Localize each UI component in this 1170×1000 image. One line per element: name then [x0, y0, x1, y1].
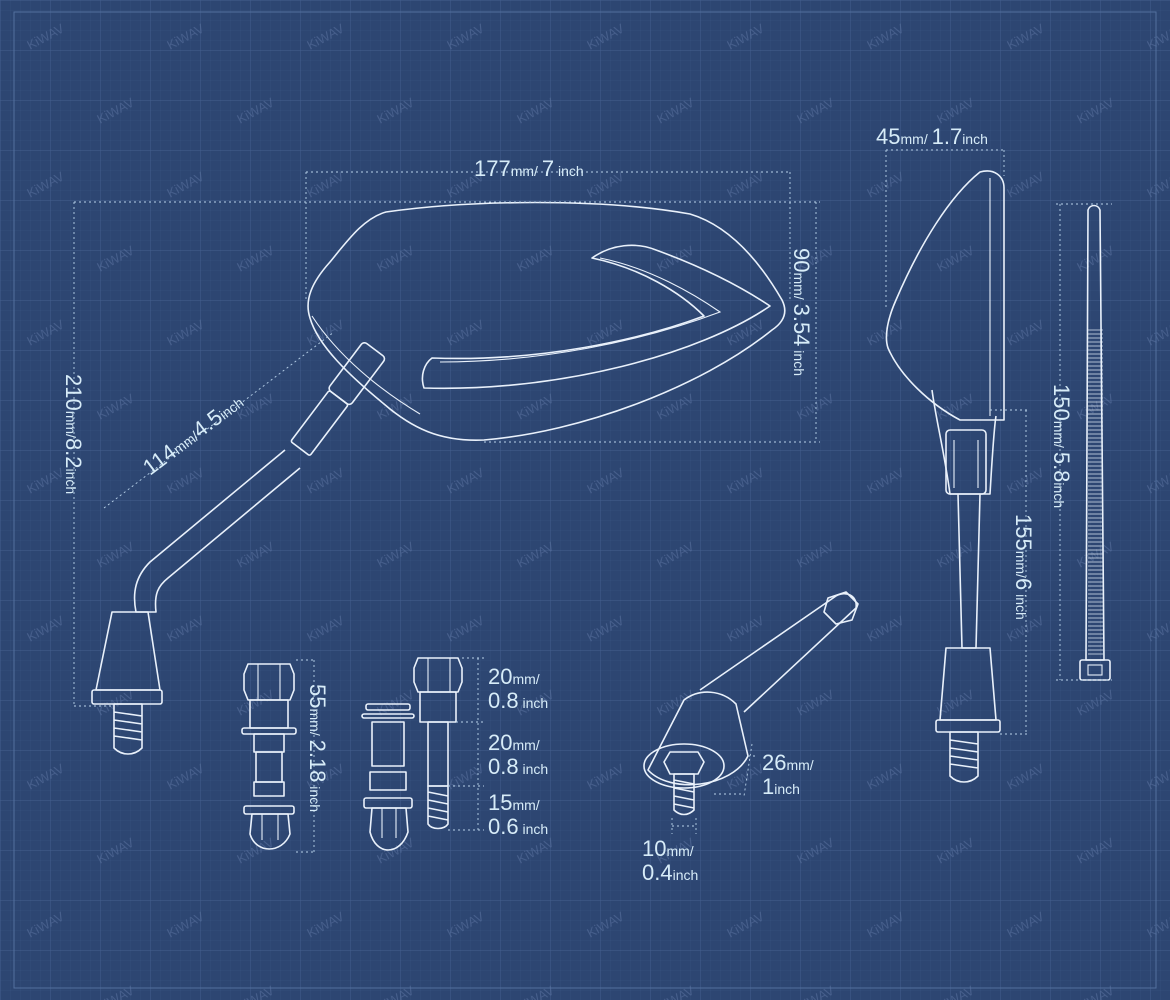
width-label: 177mm/ 7 inch	[474, 156, 584, 181]
svg-text:15mm/: 15mm/	[488, 790, 540, 815]
base-detail	[643, 591, 859, 834]
svg-text:0.8 inch: 0.8 inch	[488, 754, 548, 779]
mirror-accent-stripe	[421, 244, 771, 390]
svg-text:26mm/: 26mm/	[762, 750, 814, 775]
side-housing	[885, 170, 1005, 421]
cable-tie	[1056, 203, 1112, 681]
stem-collar	[290, 342, 386, 456]
mirror-head-inner-edge	[311, 315, 421, 415]
svg-text:1inch: 1inch	[762, 774, 800, 799]
side-collar-ribs	[953, 440, 979, 488]
base-diameter-label: 26mm/ 1inch	[762, 750, 814, 799]
mirror-head-outline	[307, 201, 786, 441]
svg-text:20mm/: 20mm/	[488, 664, 540, 689]
adapter-mid-label: 20mm/ 0.8 inch	[488, 730, 548, 779]
svg-text:20mm/: 20mm/	[488, 730, 540, 755]
thread-diameter-label: 10mm/ 0.4inch	[642, 836, 698, 885]
total-height-label: 210mm/8.2inch	[61, 374, 86, 494]
front-dimension-lines	[73, 171, 820, 707]
side-stem-label: 155mm/6 inch	[1011, 514, 1036, 620]
adapter-thread-label: 15mm/ 0.6 inch	[488, 790, 548, 839]
front-view-mirror	[91, 201, 786, 755]
side-view-mirror	[885, 170, 1005, 783]
bolt-length-label: 55mm/ 2.18 inch	[305, 684, 330, 812]
depth-label: 45mm/ 1.7inch	[876, 124, 988, 149]
adapter-bolt	[413, 657, 484, 831]
svg-text:0.8 inch: 0.8 inch	[488, 688, 548, 713]
bolt-set	[241, 659, 316, 853]
side-height-label: 150mm/ 5.8inch	[1049, 384, 1074, 508]
svg-text:0.6 inch: 0.6 inch	[488, 814, 548, 839]
adapter-top-label: 20mm/ 0.8 inch	[488, 664, 548, 713]
mirror-accent-inner	[439, 257, 722, 363]
side-collar	[945, 429, 987, 495]
svg-text:10mm/: 10mm/	[642, 836, 694, 861]
blueprint-border	[13, 11, 1157, 989]
spacer-set	[361, 703, 415, 851]
svg-text:0.4inch: 0.4inch	[642, 860, 698, 885]
front-thread	[113, 703, 143, 755]
side-thread	[949, 731, 979, 783]
height-label: 90mm/ 3.54 inch	[789, 248, 814, 376]
side-dimension-lines	[885, 149, 1030, 735]
